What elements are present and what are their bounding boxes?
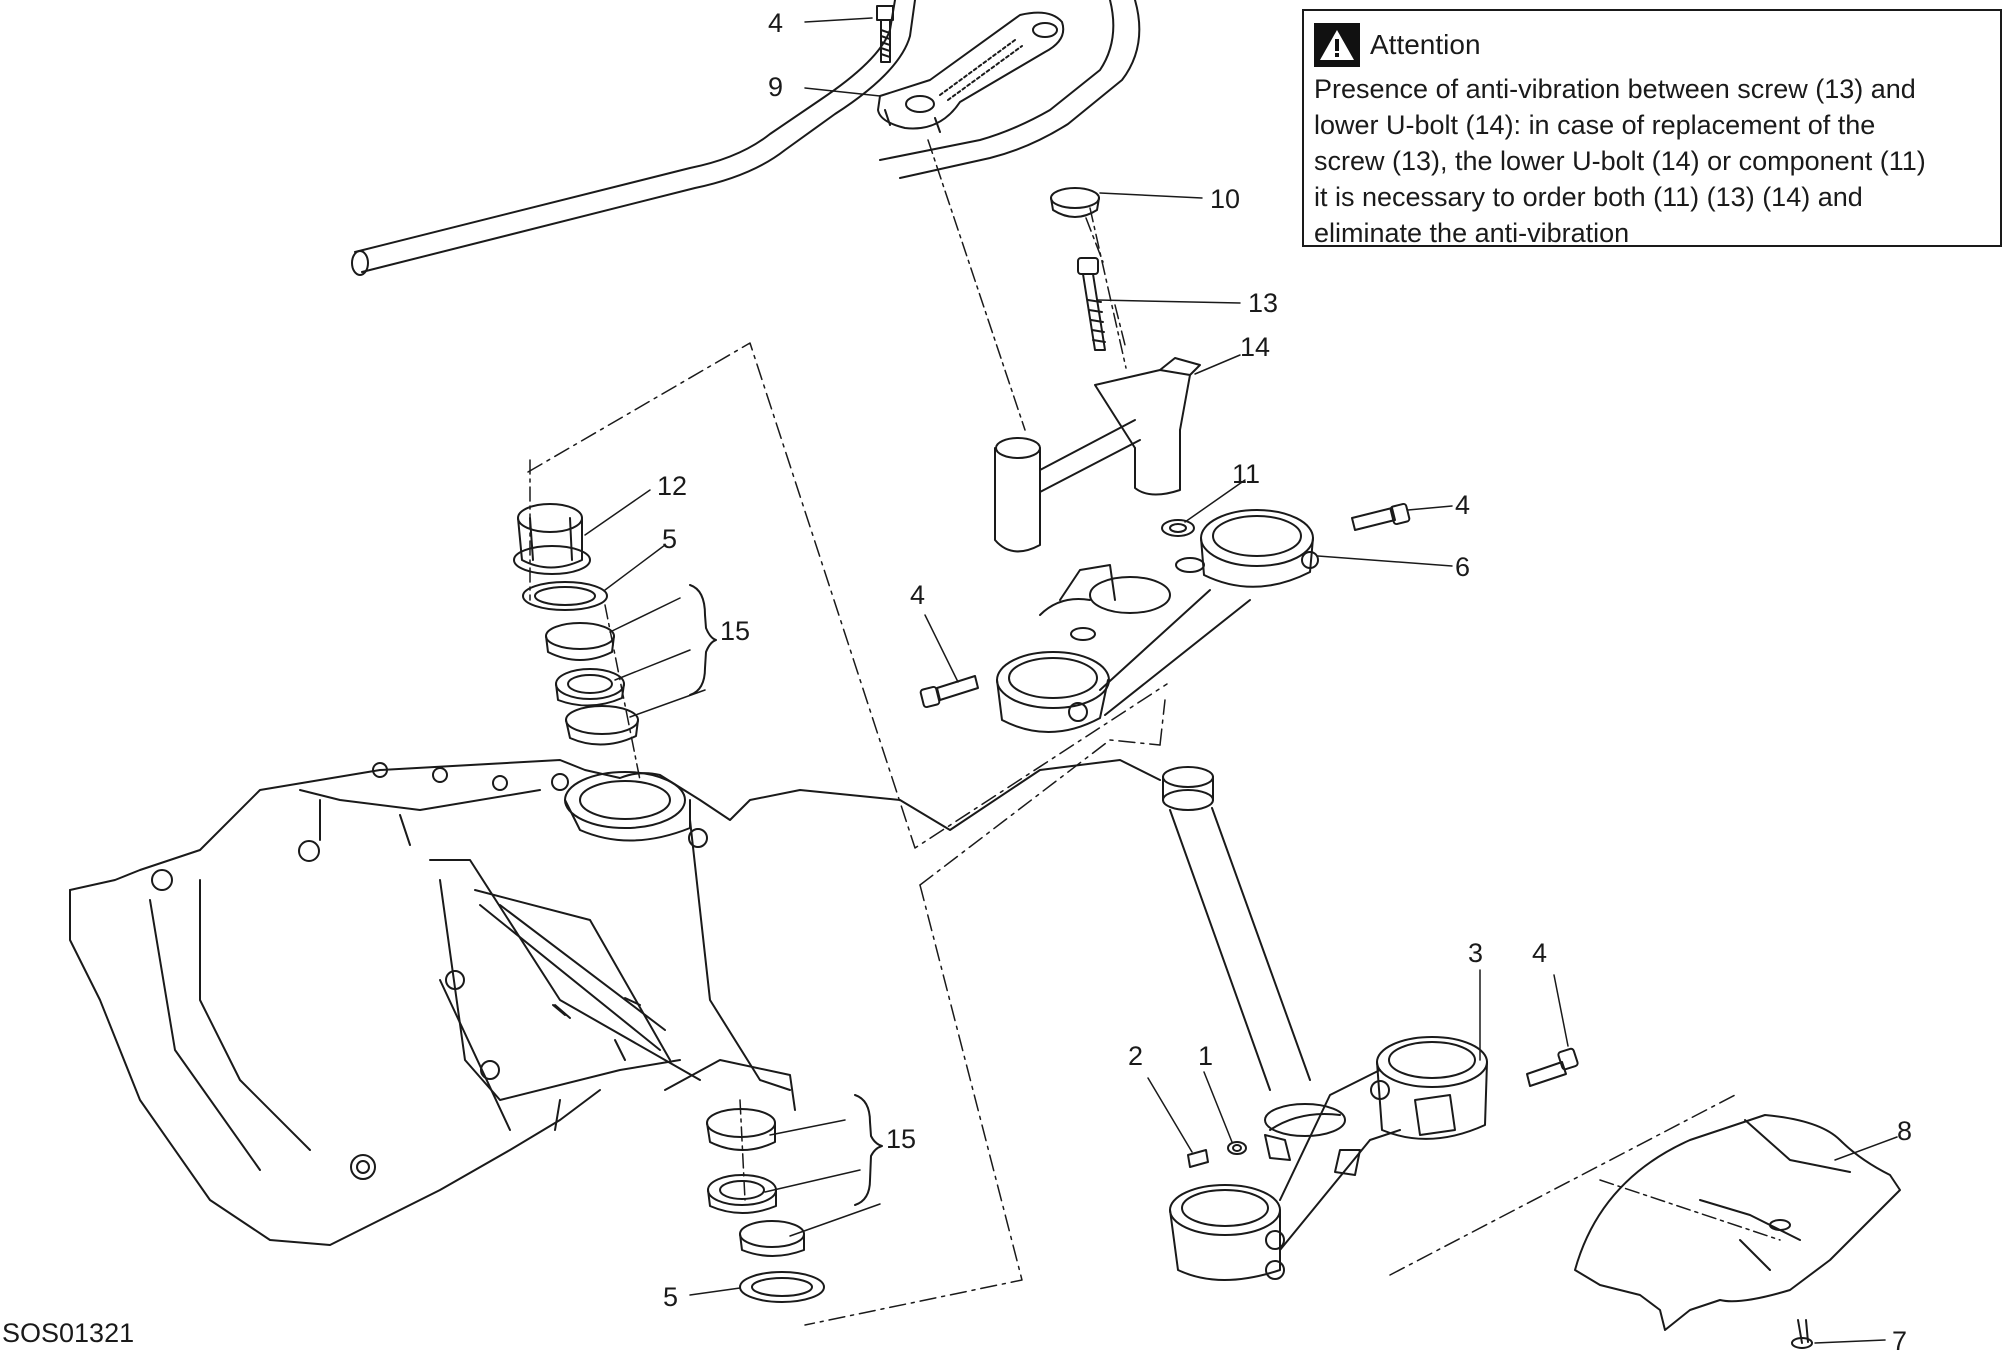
- motorcycle-frame: [69, 759, 1161, 1246]
- callout-5-upper: 5: [662, 524, 677, 554]
- small-washer: [1227, 1141, 1247, 1155]
- attention-line: eliminate the anti-vibration: [1314, 218, 1630, 248]
- callout-9: 9: [768, 72, 783, 102]
- callout-14: 14: [1240, 332, 1270, 362]
- assembly-axis-lines: [529, 139, 1781, 1241]
- upper-clamp-screw-right: [1351, 502, 1411, 531]
- lower-bearing-brace: [854, 1094, 883, 1206]
- callout-4-lower: 4: [1532, 938, 1547, 968]
- attention-title: Attention: [1370, 29, 1481, 60]
- attention-header: Attention: [1314, 21, 1990, 69]
- callout-12: 12: [657, 471, 687, 501]
- callout-4-top: 4: [768, 8, 783, 38]
- callout-5-lower: 5: [663, 1282, 678, 1312]
- ring-nut: [513, 503, 591, 575]
- anti-vibration-washer: [1161, 519, 1195, 537]
- cover-plate: [1574, 1114, 1901, 1331]
- lower-bearing-race: [706, 1108, 776, 1151]
- steering-stem: [1162, 766, 1311, 1091]
- callout-labels: 4 9 10 13 14 12 5 15 11 4 6 4 3 4 2 1 15…: [657, 8, 1912, 1356]
- callout-4-right-clamp: 4: [1455, 490, 1470, 520]
- lower-triple-clamp: [1169, 1036, 1488, 1281]
- lower-clamp-screw: [1526, 1047, 1579, 1087]
- attention-notice: Attention Presence of anti-vibration bet…: [1302, 9, 2002, 248]
- attention-line: it is necessary to order both (11) (13) …: [1314, 182, 1863, 212]
- assembly-boundary-frame: [527, 342, 1736, 1326]
- warning-triangle-icon: [1314, 23, 1360, 67]
- callout-15-upper: 15: [720, 616, 750, 646]
- upper-dust-seal: [522, 581, 608, 611]
- callout-3: 3: [1468, 938, 1483, 968]
- callout-1: 1: [1198, 1041, 1213, 1071]
- callout-6: 6: [1455, 552, 1470, 582]
- upper-triple-clamp: [996, 509, 1319, 733]
- callout-10: 10: [1210, 184, 1240, 214]
- attention-text: Presence of anti-vibration between screw…: [1314, 71, 1990, 251]
- clamp-screw: [1077, 257, 1106, 351]
- lower-ball-bearing: [707, 1174, 777, 1214]
- upper-bearing-brace: [689, 584, 717, 696]
- attention-line: screw (13), the lower U-bolt (14) or com…: [1314, 146, 1926, 176]
- callout-15-lower: 15: [886, 1124, 916, 1154]
- attention-line: lower U-bolt (14): in case of replacemen…: [1314, 110, 1876, 140]
- lower-bearing-cup: [739, 1220, 805, 1257]
- upper-clamp-screw-left: [919, 675, 979, 709]
- lower-dust-seal: [739, 1271, 825, 1303]
- cover-screw: [1791, 1319, 1813, 1349]
- grub-screw: [1187, 1149, 1209, 1168]
- leader-lines: [584, 17, 1898, 1344]
- callout-11: 11: [1232, 459, 1260, 489]
- callout-7: 7: [1892, 1326, 1907, 1356]
- cap: [1050, 187, 1100, 218]
- attention-line: Presence of anti-vibration between screw…: [1314, 74, 1916, 104]
- handlebar: [351, 0, 1141, 276]
- callout-8: 8: [1897, 1116, 1912, 1146]
- upper-bearing-cup: [545, 622, 615, 661]
- drawing-code: SOS01321: [2, 1318, 135, 1348]
- callout-4-left-clamp: 4: [910, 580, 925, 610]
- handlebar-clamp-screw: [876, 5, 894, 63]
- callout-2: 2: [1128, 1041, 1143, 1071]
- upper-bearing-race: [565, 705, 639, 746]
- upper-handlebar-clamp: [877, 11, 1065, 133]
- callout-13: 13: [1248, 288, 1278, 318]
- upper-ball-bearing: [555, 668, 625, 707]
- lower-u-bolt: [994, 357, 1201, 553]
